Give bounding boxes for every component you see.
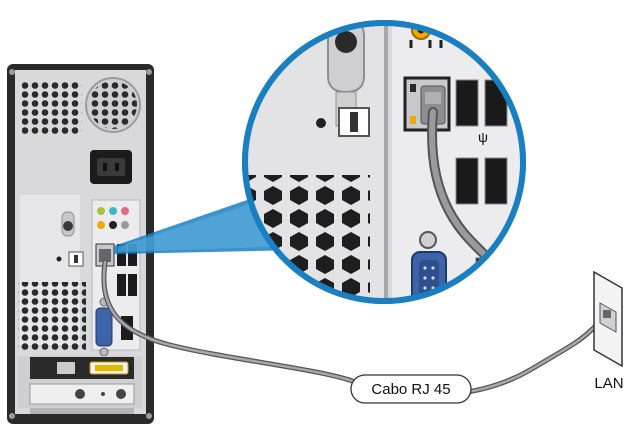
hdmi-port <box>475 257 503 301</box>
usb-port <box>117 274 126 296</box>
case-vent <box>18 282 86 350</box>
audio-jack-orange <box>97 221 105 229</box>
pc-tower <box>7 64 154 424</box>
usb-port <box>128 274 137 296</box>
screw-icon <box>9 69 15 75</box>
screw-icon <box>9 413 15 419</box>
audio-jack-lime <box>97 207 105 215</box>
cable-label: Cabo RJ 45 <box>350 374 472 404</box>
audio-jack-black <box>109 221 117 229</box>
audio-jack-cyan <box>109 207 117 215</box>
usb-port <box>117 244 126 266</box>
vga-port-icon <box>95 307 113 347</box>
psu-vent-left <box>22 80 82 136</box>
usb-port <box>484 157 508 205</box>
svg-text:⚪ ⊕ ⊕: ⚪ ⊕ ⊕ <box>404 15 426 22</box>
audio-jack-grey <box>121 221 129 229</box>
usb-port <box>455 157 479 205</box>
screw-icon <box>146 413 152 419</box>
psu-fan-grill <box>89 81 137 129</box>
cable-label-text: Cabo RJ 45 <box>371 381 450 398</box>
usb-port <box>128 244 137 266</box>
usb-icon: ψ <box>478 129 488 145</box>
audio-jack-pink <box>121 207 129 215</box>
usb-port <box>455 79 479 127</box>
wall-jack-icon <box>593 270 623 368</box>
zoom-detail: ⚪ ⊕ ⊕ ψ <box>242 15 526 304</box>
screw-icon <box>146 69 152 75</box>
lan-label: LAN <box>594 375 623 392</box>
audio-jack-grey <box>471 23 491 40</box>
